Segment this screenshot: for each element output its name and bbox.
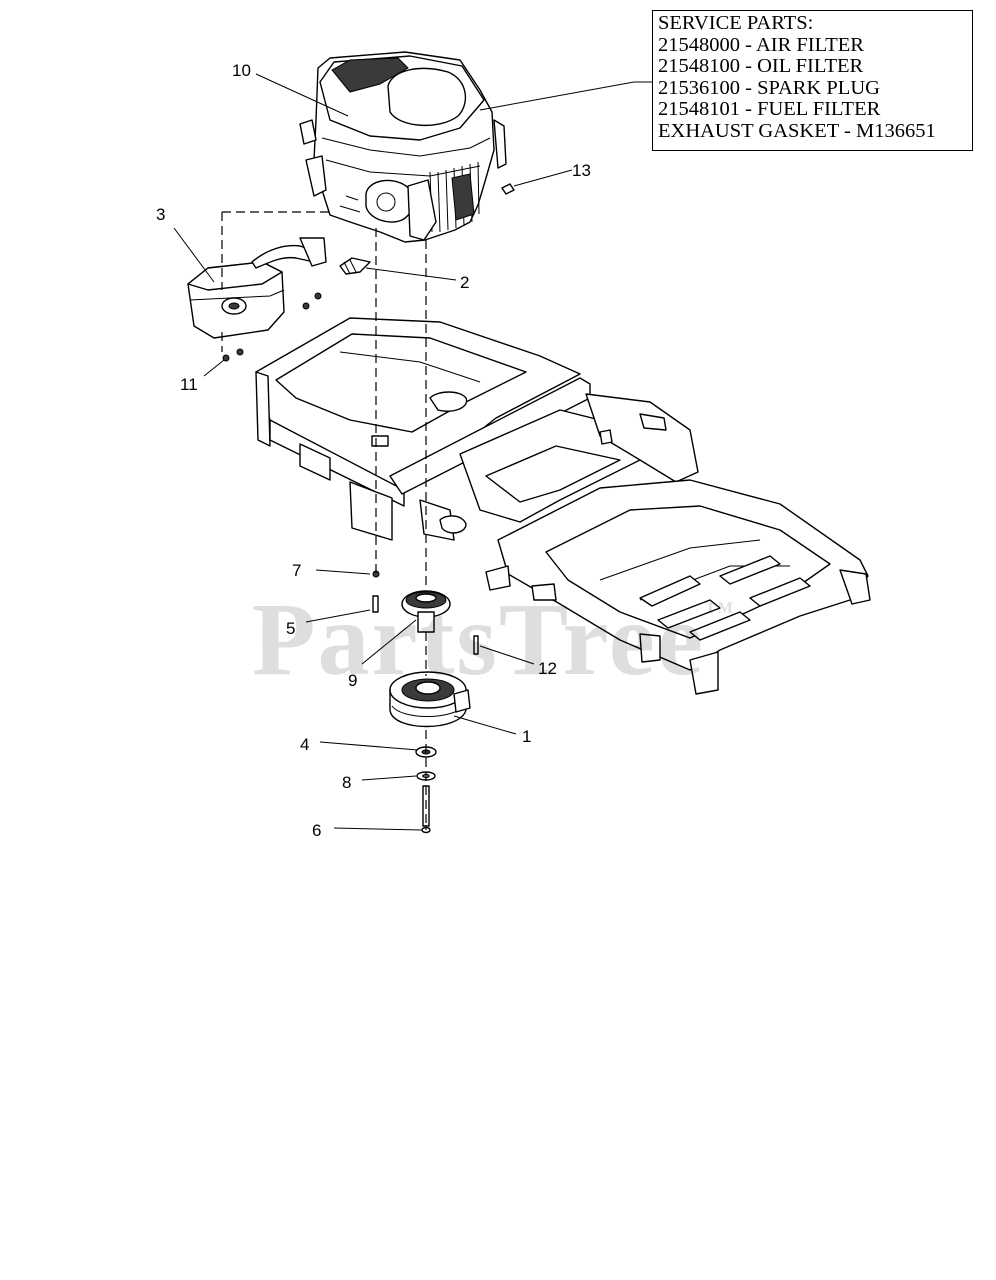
watermark-text: PartsTree <box>252 582 706 697</box>
service-part-exhaust-gasket: EXHAUST GASKET - M136651 <box>658 119 936 142</box>
callout-7: 7 <box>292 561 301 580</box>
leader-lines <box>173 73 654 831</box>
callout-10: 10 <box>232 61 251 80</box>
callout-2: 2 <box>460 273 469 292</box>
callout-8: 8 <box>342 773 351 792</box>
watermark-trademark: TM <box>705 600 735 617</box>
service-part-fuel-filter: 21548101 - FUEL FILTER <box>658 98 881 120</box>
service-part-oil-filter: 21548100 - OIL FILTER <box>658 55 864 77</box>
service-parts-legend: SERVICE PARTS: 21548000 - AIR FILTER 215… <box>652 10 973 151</box>
callout-9: 9 <box>348 671 357 690</box>
muffler-part <box>187 237 327 339</box>
callout-13: 13 <box>572 161 591 180</box>
engine-assembly <box>299 51 507 243</box>
callout-12: 12 <box>538 659 557 678</box>
electric-clutch-part <box>389 671 471 728</box>
pulley-part <box>401 590 451 633</box>
service-parts-heading: SERVICE PARTS: <box>658 12 814 34</box>
hardware-nuts <box>222 183 515 362</box>
service-part-spark-plug: 21536100 - SPARK PLUG <box>658 76 880 99</box>
callout-11: 11 <box>180 375 198 394</box>
spark-plug-part <box>339 257 371 275</box>
parts-tree-watermark: PartsTreeTM <box>252 580 735 699</box>
mower-frame <box>255 317 871 695</box>
callout-3: 3 <box>156 205 165 224</box>
callout-6: 6 <box>312 821 321 840</box>
callout-1: 1 <box>522 727 531 746</box>
small-hardware <box>372 570 479 655</box>
alignment-lines <box>221 211 427 830</box>
callout-4: 4 <box>300 735 309 754</box>
callout-labels: 10 13 3 2 11 7 5 9 12 1 4 8 6 <box>156 61 591 840</box>
service-part-air-filter: 21548000 - AIR FILTER <box>658 33 864 56</box>
callout-5: 5 <box>286 619 295 638</box>
